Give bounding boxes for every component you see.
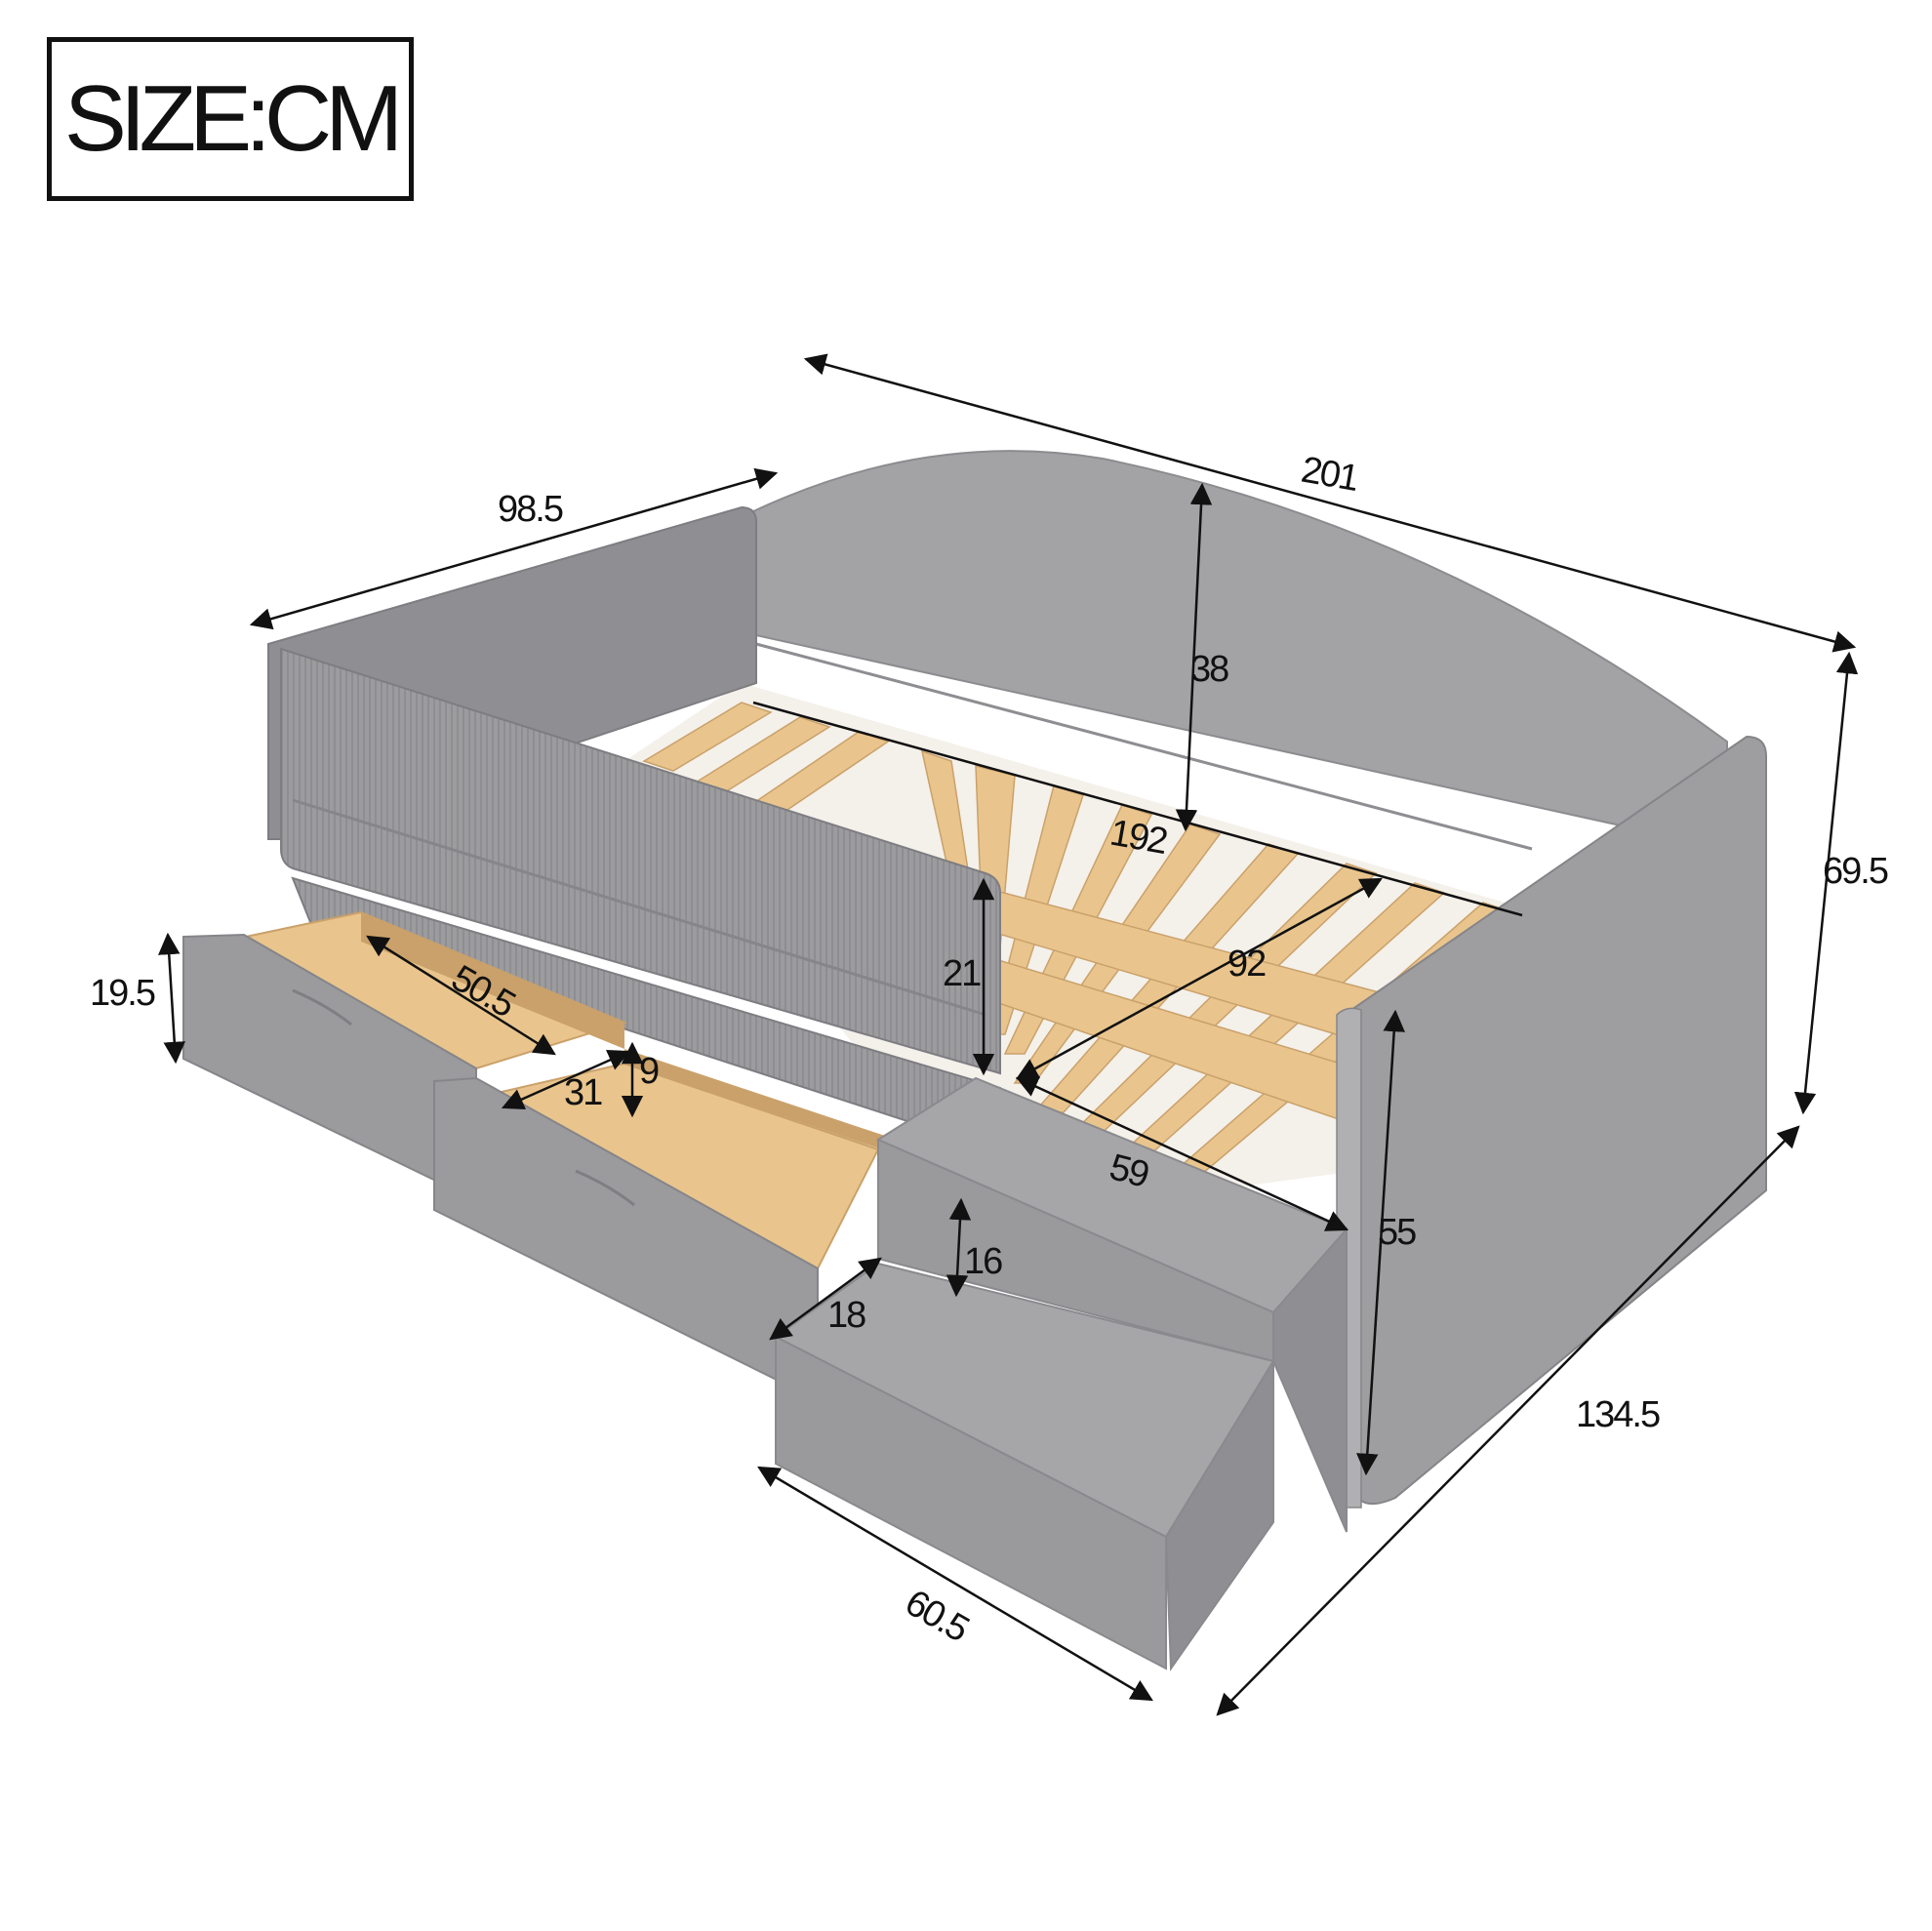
right-armrest xyxy=(1350,735,1767,1506)
side-rail-seam xyxy=(292,798,986,1017)
dim-step-width: 60.5 xyxy=(899,1582,976,1650)
drawer-right xyxy=(433,1049,888,1402)
dim-drawer-depth: 9 xyxy=(639,1051,659,1092)
dim-overall-depth: 98.5 xyxy=(498,489,563,530)
dim-overall-height: 69.5 xyxy=(1823,851,1888,892)
dim-total-width: 134.5 xyxy=(1576,1394,1660,1435)
dim-overall-length: 201 xyxy=(1298,450,1361,500)
backrest-seam xyxy=(755,642,1533,851)
dim-step-height: 16 xyxy=(964,1241,1002,1282)
unit-label: SIZE:CM xyxy=(63,66,403,171)
dim-inner-length: 192 xyxy=(1107,813,1170,863)
dim-inner-width: 92 xyxy=(1228,944,1266,985)
dim-armrest-height: 55 xyxy=(1378,1212,1416,1253)
front-side-rail xyxy=(280,647,1001,1075)
unit-label-box: SIZE:CM xyxy=(47,37,414,201)
dim-backrest-height: 38 xyxy=(1190,649,1228,690)
dimension-lines xyxy=(158,353,1859,1716)
dim-drawer-height: 19.5 xyxy=(90,973,155,1014)
dim-step-tread: 18 xyxy=(827,1295,865,1336)
dim-side-rail-height: 21 xyxy=(943,953,981,994)
dim-drawer-width: 31 xyxy=(564,1072,602,1113)
